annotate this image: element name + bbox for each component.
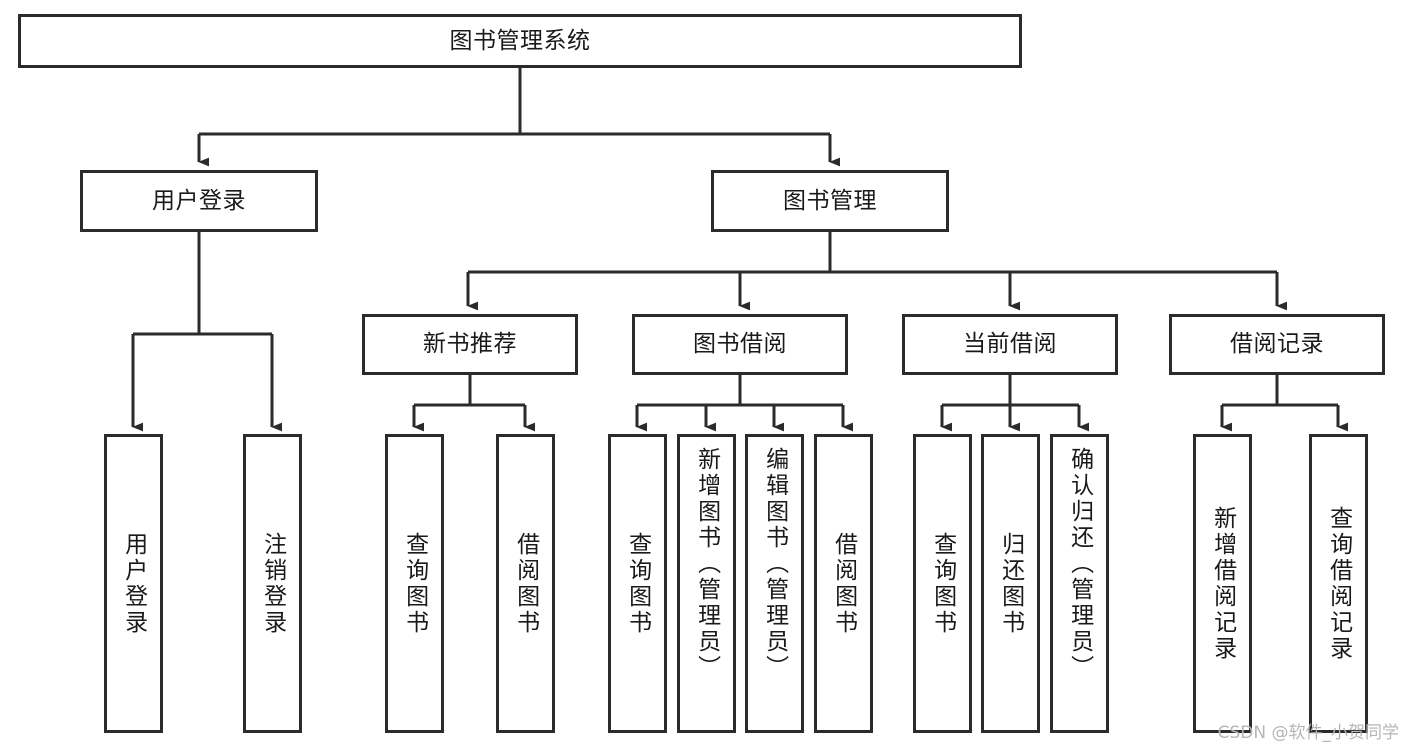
node-label: 当前借阅 (963, 331, 1057, 358)
leaf-borrow-record-query-record[interactable]: 查询借阅记录 (1309, 434, 1368, 733)
node-book-management[interactable]: 图书管理 (711, 170, 949, 232)
node-label: 图书管理系统 (449, 27, 591, 54)
node-user-login[interactable]: 用户登录 (80, 170, 318, 232)
node-label: 新增借阅记录 (1209, 505, 1236, 662)
leaf-book-borrow-borrow-book[interactable]: 借阅图书 (814, 434, 873, 733)
node-label: 新书推荐 (423, 331, 517, 358)
node-label: 用户登录 (120, 531, 147, 636)
node-label: 注销登录 (259, 531, 286, 636)
leaf-current-borrow-confirm-return-admin[interactable]: 确认归还（管理员） (1050, 434, 1109, 733)
node-label: 借阅图书 (830, 531, 857, 636)
leaf-user-login-login[interactable]: 用户登录 (104, 434, 163, 733)
node-current-borrowing[interactable]: 当前借阅 (902, 314, 1118, 375)
node-label: 查询图书 (401, 531, 428, 636)
node-label: 新增图书（管理员） (693, 447, 720, 681)
leaf-new-book-borrow-book[interactable]: 借阅图书 (496, 434, 555, 733)
node-root-book-management-system[interactable]: 图书管理系统 (18, 14, 1022, 68)
csdn-watermark: CSDN @软件_小贺同学 (1217, 723, 1399, 743)
node-label: 图书借阅 (693, 331, 787, 358)
node-label: 用户登录 (152, 187, 246, 214)
node-label: 确认归还（管理员） (1066, 447, 1093, 681)
node-new-book-recommendation[interactable]: 新书推荐 (362, 314, 578, 375)
leaf-current-borrow-query-book[interactable]: 查询图书 (913, 434, 972, 733)
node-book-borrowing[interactable]: 图书借阅 (632, 314, 848, 375)
leaf-user-login-logout[interactable]: 注销登录 (243, 434, 302, 733)
leaf-borrow-record-add-record[interactable]: 新增借阅记录 (1193, 434, 1252, 733)
leaf-current-borrow-return-book[interactable]: 归还图书 (981, 434, 1040, 733)
leaf-book-borrow-edit-book-admin[interactable]: 编辑图书（管理员） (745, 434, 804, 733)
node-label: 查询图书 (624, 531, 651, 636)
node-borrowing-record[interactable]: 借阅记录 (1169, 314, 1385, 375)
node-label: 借阅图书 (512, 531, 539, 636)
node-label: 查询图书 (929, 531, 956, 636)
node-label: 借阅记录 (1230, 331, 1324, 358)
node-label: 查询借阅记录 (1325, 505, 1352, 662)
leaf-book-borrow-add-book-admin[interactable]: 新增图书（管理员） (677, 434, 736, 733)
node-label: 图书管理 (783, 187, 877, 214)
leaf-new-book-query-book[interactable]: 查询图书 (385, 434, 444, 733)
node-label: 编辑图书（管理员） (761, 447, 788, 681)
node-label: 归还图书 (997, 531, 1024, 636)
leaf-book-borrow-query-book[interactable]: 查询图书 (608, 434, 667, 733)
